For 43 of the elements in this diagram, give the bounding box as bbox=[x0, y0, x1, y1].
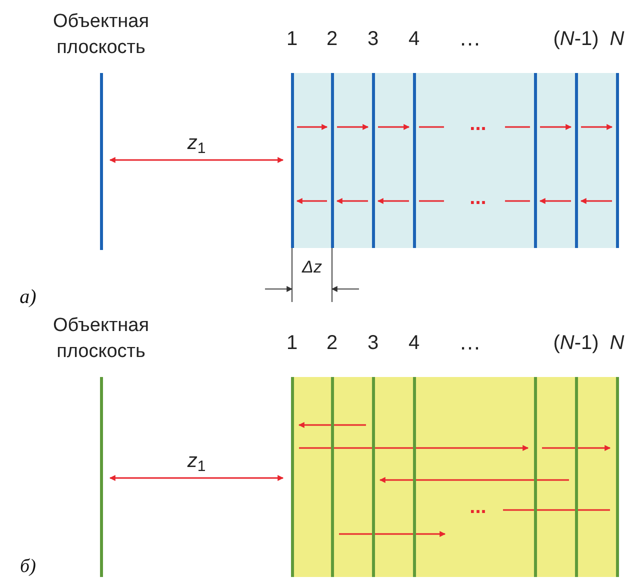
panel-label: б) bbox=[20, 556, 36, 578]
arrow bbox=[377, 198, 409, 204]
arrow bbox=[296, 198, 327, 204]
panel-label: а) bbox=[20, 285, 36, 310]
arrow bbox=[540, 124, 572, 130]
plane-number: 1 bbox=[286, 331, 298, 355]
plane-heading: Объектная плоскость bbox=[52, 10, 150, 60]
plane-number: N bbox=[610, 331, 624, 355]
arrow bbox=[542, 445, 611, 451]
plane-number: 4 bbox=[408, 331, 420, 355]
arrow bbox=[378, 124, 410, 130]
plane-number: 3 bbox=[367, 331, 379, 355]
arrow bbox=[298, 422, 366, 428]
plane-number: 1 bbox=[286, 27, 298, 51]
ellipsis: ... bbox=[470, 497, 486, 517]
plane-heading: Объектная плоскость bbox=[52, 314, 150, 364]
plane-line bbox=[534, 377, 536, 577]
plane-number: 3 bbox=[367, 27, 379, 51]
ellipsis: ... bbox=[470, 188, 486, 208]
arrow bbox=[109, 157, 284, 163]
arrow bbox=[337, 124, 369, 130]
arrow bbox=[339, 531, 446, 537]
arrow bbox=[299, 445, 529, 451]
arrow bbox=[379, 477, 569, 483]
plane-number: 2 bbox=[326, 27, 338, 51]
plane-number: N bbox=[610, 27, 624, 51]
arrow bbox=[539, 198, 571, 204]
edge-label: z$_{1}$ bbox=[187, 450, 206, 472]
arrow bbox=[109, 475, 284, 481]
edge-label: z$_{1}$ bbox=[187, 132, 206, 154]
plane-number: 4 bbox=[408, 27, 420, 51]
plane-line bbox=[534, 73, 536, 248]
plane-number: (N-1) bbox=[553, 27, 599, 51]
arrow bbox=[336, 198, 368, 204]
plane-number: (N-1) bbox=[553, 331, 599, 355]
plane-number: 2 bbox=[326, 331, 338, 355]
arrow bbox=[297, 124, 328, 130]
arrow bbox=[581, 124, 613, 130]
dimension-label: Δz bbox=[302, 256, 322, 278]
ellipsis: ... bbox=[470, 114, 486, 134]
ellipsis: … bbox=[459, 328, 481, 356]
arrow bbox=[580, 198, 612, 204]
ellipsis: … bbox=[459, 24, 481, 52]
